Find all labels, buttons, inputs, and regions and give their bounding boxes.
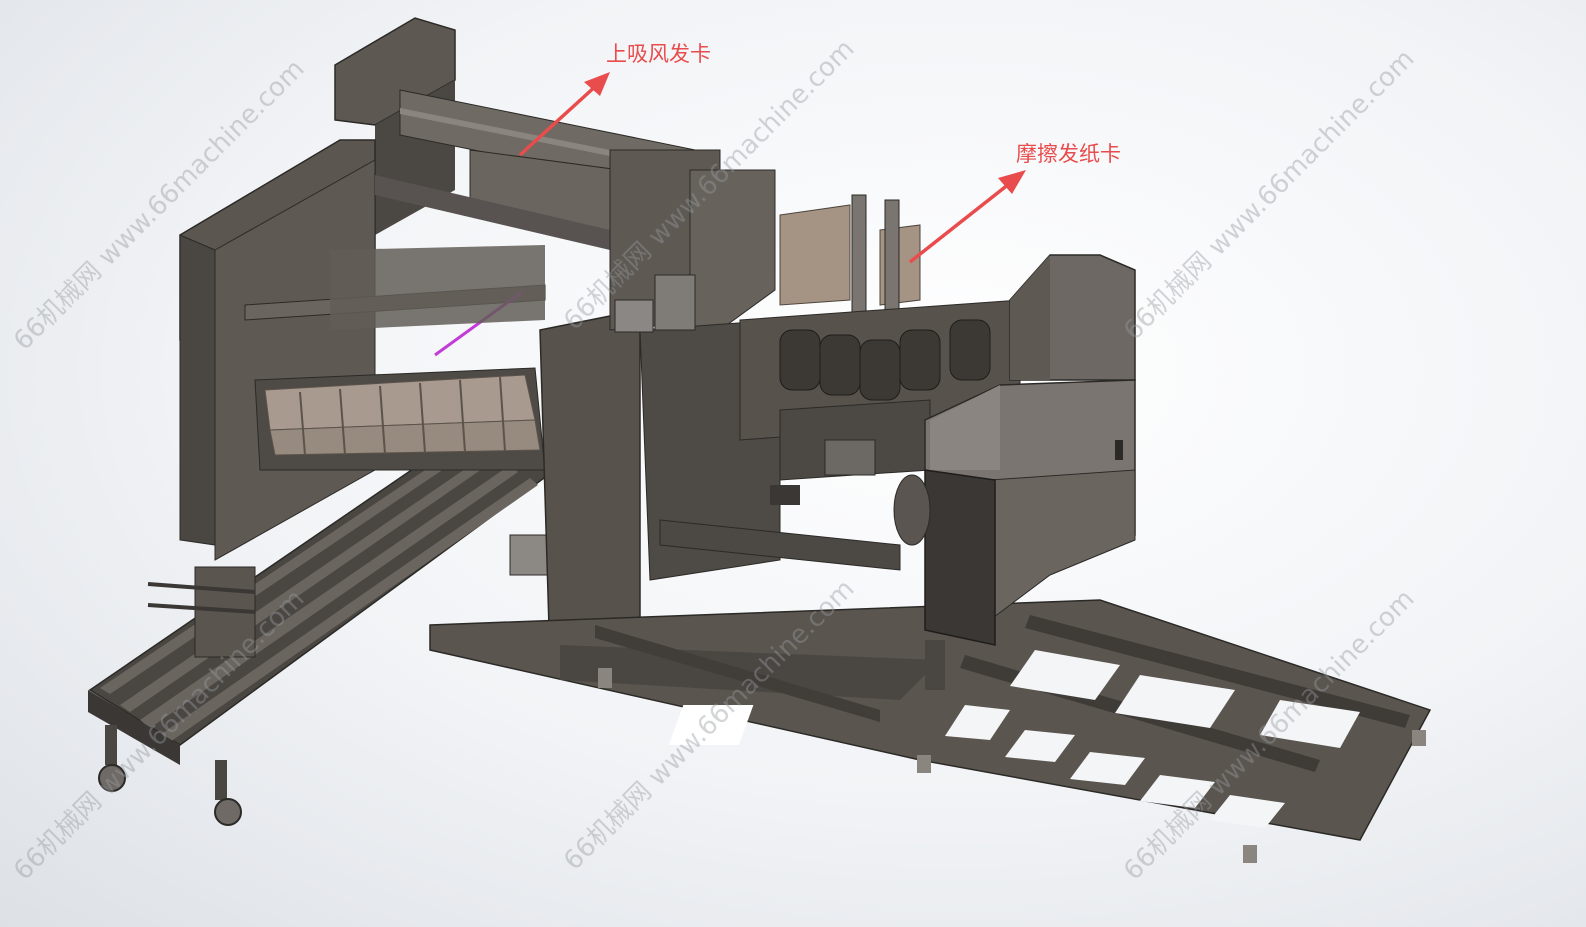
control-cabinet <box>893 254 1136 690</box>
infeed-conveyor <box>88 429 557 826</box>
card-stack <box>264 245 545 456</box>
friction-feeder <box>659 194 1021 571</box>
annotation-arrow-top <box>518 72 610 157</box>
base-cutout <box>668 705 754 745</box>
caster-wheel <box>214 798 242 826</box>
annotation-arrow-right <box>908 170 1026 264</box>
annotation-label-top-suction-feeder: 上吸风发卡 <box>606 42 711 66</box>
annotation-label-friction-feeder: 摩擦发纸卡 <box>1016 142 1121 166</box>
base-plate <box>429 599 1432 863</box>
caster-wheel <box>98 764 126 792</box>
